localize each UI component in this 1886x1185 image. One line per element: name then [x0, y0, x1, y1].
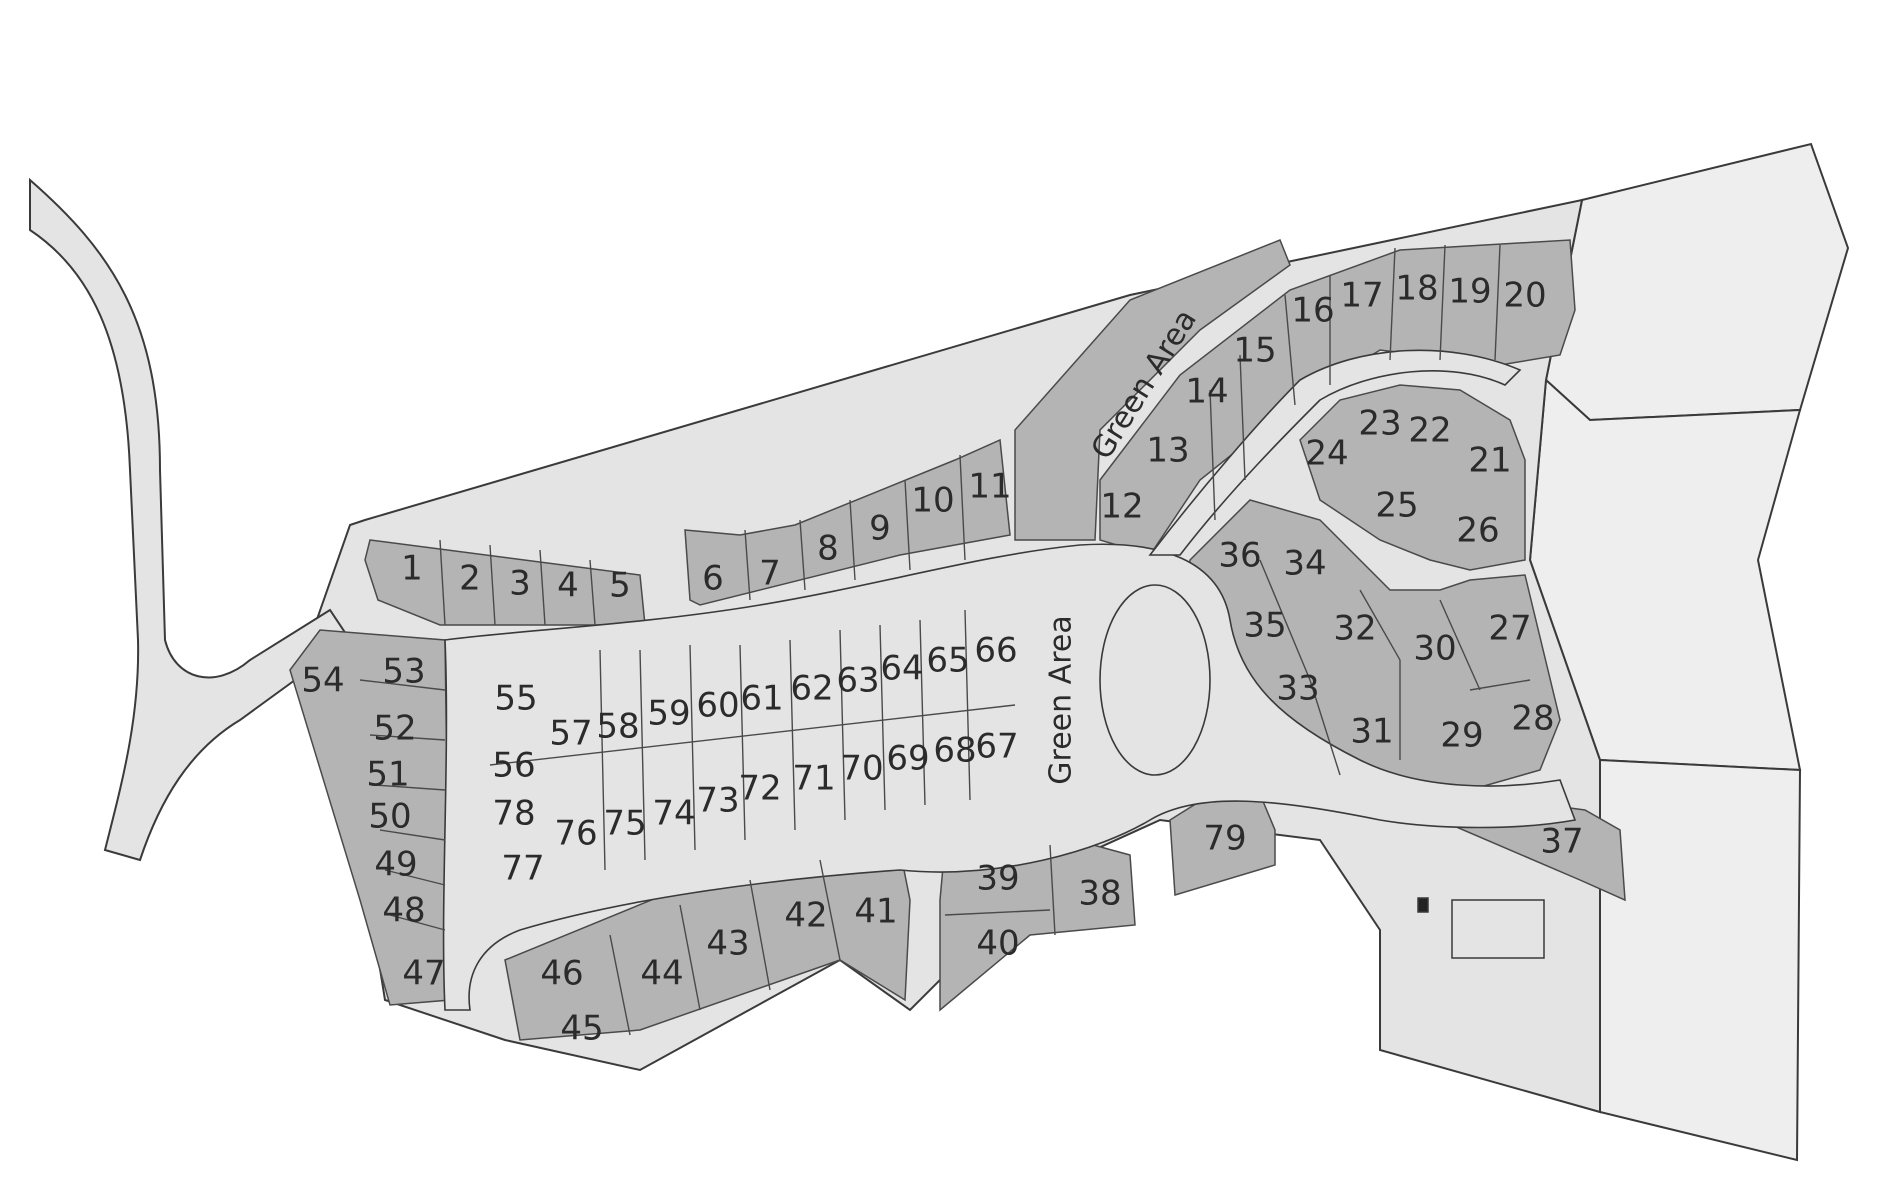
block-lots-1-5	[364, 539, 646, 626]
lot-label-72: 72	[738, 769, 781, 809]
lot-label-9: 9	[869, 509, 891, 549]
lot-label-16: 16	[1291, 291, 1334, 331]
lot-label-28: 28	[1511, 699, 1554, 739]
lot-label-78: 78	[492, 794, 535, 834]
block-lots-21-26	[1299, 384, 1526, 571]
open-land-south	[1599, 758, 1802, 1162]
outbuilding-icon	[1417, 897, 1429, 913]
lot-label-69: 69	[886, 739, 929, 779]
lot-label-70: 70	[840, 749, 883, 789]
lot-label-63: 63	[836, 661, 879, 701]
lot-label-13: 13	[1146, 431, 1189, 471]
lot-label-36: 36	[1218, 536, 1261, 576]
lot-label-76: 76	[554, 814, 597, 854]
lot-label-68: 68	[933, 731, 976, 771]
lot-label-45: 45	[560, 1009, 603, 1049]
cul-de-sac-road	[1148, 349, 1522, 556]
lot-label-48: 48	[382, 891, 425, 931]
lot-label-41: 41	[854, 892, 897, 932]
interior-roads	[442, 349, 1577, 1011]
lot-label-10: 10	[911, 481, 954, 521]
green-area-label-central: Green Area	[1044, 615, 1079, 784]
lot-label-11: 11	[968, 467, 1011, 507]
lot-label-4: 4	[557, 566, 579, 606]
lot-label-20: 20	[1503, 276, 1546, 316]
lot-label-19: 19	[1448, 272, 1491, 312]
lot-label-58: 58	[596, 707, 639, 747]
lot-dividers	[359, 244, 1531, 1036]
green-area-north-shape	[1014, 239, 1291, 541]
lot-label-18: 18	[1395, 269, 1438, 309]
lot-label-71: 71	[792, 759, 835, 799]
lot-label-49: 49	[374, 845, 417, 885]
lot-label-12: 12	[1100, 487, 1143, 527]
lot-label-46: 46	[540, 954, 583, 994]
lot-label-65: 65	[926, 641, 969, 681]
lot-label-22: 22	[1408, 411, 1451, 451]
central-cul-de-sac	[1099, 584, 1211, 776]
lot-label-31: 31	[1350, 712, 1393, 752]
lot-label-40: 40	[976, 924, 1019, 964]
lot-label-24: 24	[1305, 434, 1348, 474]
lot-label-33: 33	[1276, 669, 1319, 709]
lot-label-32: 32	[1333, 609, 1376, 649]
lot-label-66: 66	[974, 631, 1017, 671]
house-icon	[1451, 899, 1545, 959]
lot-label-60: 60	[696, 686, 739, 726]
lot-label-56: 56	[492, 746, 535, 786]
block-lots-6-11	[684, 438, 1011, 606]
lot-label-6: 6	[702, 559, 724, 599]
main-loop-road	[442, 543, 1577, 1011]
lot-label-37: 37	[1540, 822, 1583, 862]
lot-label-2: 2	[459, 559, 481, 599]
lot-label-42: 42	[784, 896, 827, 936]
block-lots-12-20	[1099, 239, 1576, 556]
lot-label-67: 67	[975, 727, 1018, 767]
lot-label-35: 35	[1243, 606, 1286, 646]
lot-label-15: 15	[1233, 331, 1276, 371]
lot-label-17: 17	[1340, 276, 1383, 316]
house-footprint	[1417, 897, 1545, 959]
lot-label-75: 75	[603, 804, 646, 844]
lot-label-44: 44	[640, 954, 683, 994]
lot-label-64: 64	[880, 649, 923, 689]
lot-label-29: 29	[1440, 716, 1483, 756]
lot-label-55: 55	[494, 679, 537, 719]
lot-label-39: 39	[976, 859, 1019, 899]
lot-label-7: 7	[759, 554, 781, 594]
lot-label-47: 47	[402, 954, 445, 994]
lot-label-14: 14	[1185, 372, 1228, 412]
lot-label-77: 77	[501, 849, 544, 889]
lot-label-74: 74	[652, 794, 695, 834]
lot-label-57: 57	[549, 714, 592, 754]
lot-label-53: 53	[382, 652, 425, 692]
lot-label-30: 30	[1413, 629, 1456, 669]
lot-label-27: 27	[1488, 609, 1531, 649]
approach-road	[29, 177, 352, 862]
lot-label-38: 38	[1078, 874, 1121, 914]
lot-label-79: 79	[1203, 819, 1246, 859]
lot-label-8: 8	[817, 529, 839, 569]
lot-label-50: 50	[368, 797, 411, 837]
lot-label-34: 34	[1283, 544, 1326, 584]
lot-label-1: 1	[401, 549, 423, 589]
lot-label-73: 73	[696, 781, 739, 821]
lot-label-54: 54	[301, 661, 344, 701]
lot-label-51: 51	[366, 755, 409, 795]
open-land-north	[1544, 142, 1850, 422]
lot-label-61: 61	[740, 679, 783, 719]
lot-labels: 1 2 3 4 5 6 7 8 9 10 11 12 13 14 15 16 1…	[301, 269, 1583, 1049]
lot-label-21: 21	[1468, 441, 1511, 481]
lot-label-26: 26	[1456, 511, 1499, 551]
lot-label-52: 52	[373, 709, 416, 749]
lot-label-3: 3	[509, 564, 531, 604]
lot-label-25: 25	[1375, 486, 1418, 526]
lot-label-23: 23	[1358, 404, 1401, 444]
lot-label-59: 59	[647, 694, 690, 734]
lot-label-62: 62	[790, 669, 833, 709]
lot-label-43: 43	[706, 924, 749, 964]
lot-label-5: 5	[609, 566, 631, 606]
